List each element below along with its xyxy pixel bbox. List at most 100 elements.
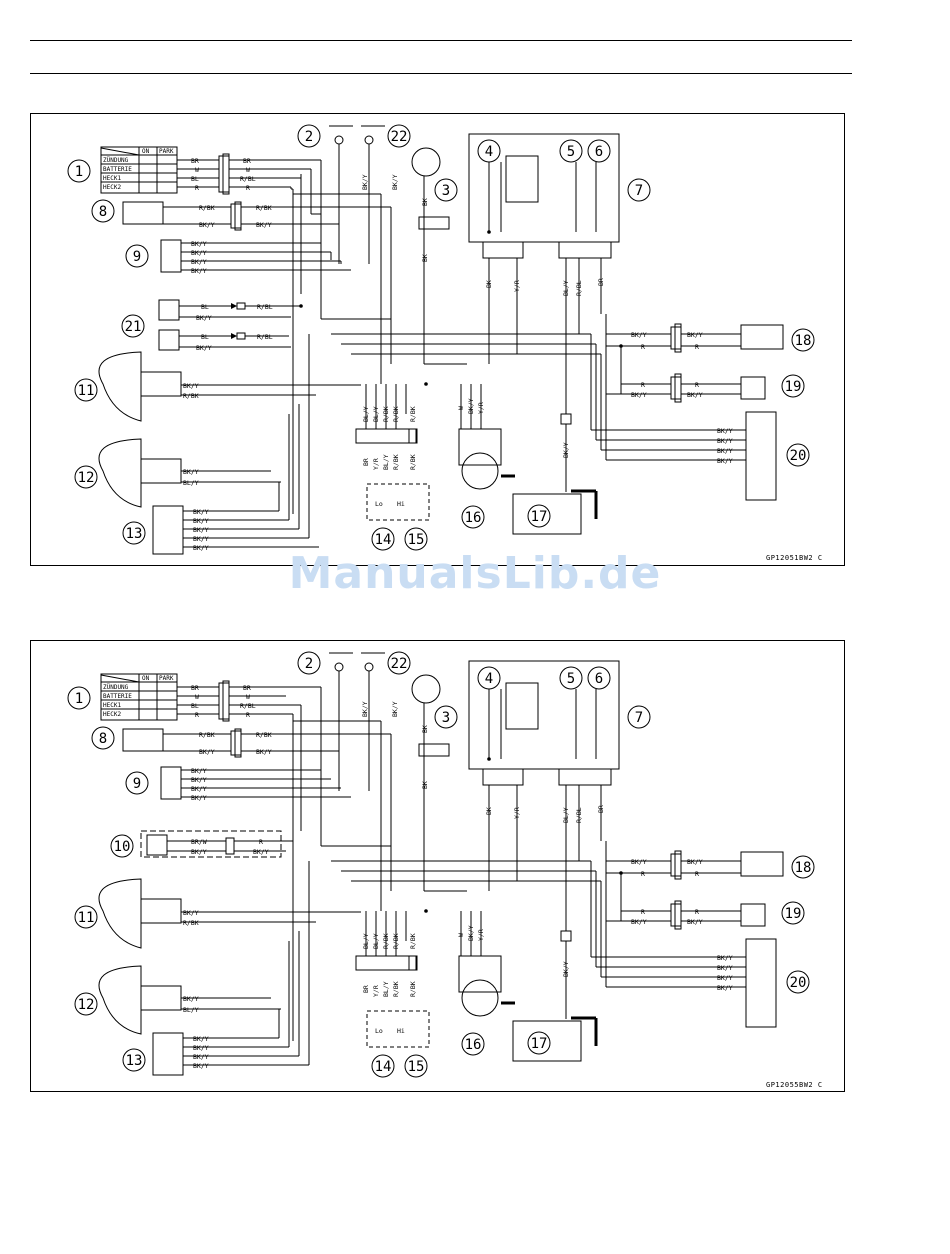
callout-10: 10 (114, 839, 131, 855)
wire-label: W (246, 693, 250, 701)
wire-label: BR (362, 985, 370, 993)
callout-20: 20 (790, 448, 807, 464)
wire-label: BK/Y (193, 535, 209, 543)
table-row-heck1: HECK1 (103, 175, 121, 182)
wire-label: BK/Y (631, 858, 647, 866)
wire-label: BK/Y (191, 848, 207, 856)
wire-label: BR/W (191, 838, 207, 846)
wire-label: BK/Y (193, 508, 209, 516)
callout-2: 2 (305, 656, 313, 672)
callout-13: 13 (126, 526, 143, 542)
wire-label: BL/Y (372, 406, 380, 422)
callout-21: 21 (125, 319, 142, 335)
table-header-park: PARK (159, 148, 174, 155)
wire-label: W (195, 693, 199, 701)
callout-3: 3 (442, 710, 450, 726)
wire-label: R/BK (382, 933, 390, 949)
wire-label: BK/Y (391, 701, 399, 717)
wire-label: BK/Y (631, 391, 647, 399)
callout-11: 11 (78, 910, 95, 926)
table-row-heck2: HECK2 (103, 184, 121, 191)
wire-label: BR (362, 458, 370, 466)
wire-label: BK/Y (191, 794, 207, 802)
wire-label: R (641, 908, 645, 916)
table-header-on: ON (142, 148, 150, 155)
wire-label: BL (201, 333, 209, 341)
wire-label: BK/Y (199, 221, 215, 229)
wire-label: BK/Y (191, 785, 207, 793)
wiring-diagram-2: 1 2 22 3 4 5 6 7 8 9 10 11 12 13 14 15 1… (30, 640, 845, 1092)
wire-label: BK (421, 198, 429, 206)
callout-9: 9 (133, 776, 141, 792)
callout-2: 2 (305, 129, 313, 145)
wiring-diagram-2-svg: 1 2 22 3 4 5 6 7 8 9 10 11 12 13 14 15 1… (67, 651, 822, 1089)
callout-18: 18 (795, 333, 812, 349)
wire-label: BK/Y (191, 267, 207, 275)
wire-label: BK/Y (193, 1062, 209, 1070)
wire-label: R (246, 711, 250, 719)
top-rule (30, 40, 852, 41)
table-row-batterie: BATTERIE (103, 166, 132, 173)
wire-label: Y/R (477, 929, 485, 941)
second-rule (30, 73, 852, 74)
wire-label: BK/Y (191, 258, 207, 266)
wire-label: BK (485, 807, 493, 815)
wire-label: BK (421, 781, 429, 789)
wire-label: BR (191, 684, 199, 692)
wire-label: R/BK (392, 406, 400, 422)
wire-label: R/BK (183, 392, 199, 400)
wire-label: R/BK (256, 731, 272, 739)
wire-label: BK/Y (717, 964, 733, 972)
wire-label: R (695, 381, 699, 389)
wire-label: BK/Y (193, 1044, 209, 1052)
wire-label: BK/Y (467, 398, 475, 414)
wire-label: BK/Y (196, 344, 212, 352)
wire-label: Y/R (513, 807, 521, 819)
wire-label: BK/Y (631, 918, 647, 926)
callout-1: 1 (75, 691, 83, 707)
callout-6: 6 (595, 144, 603, 160)
wire-label: BK/Y (193, 526, 209, 534)
wire-label: BL/Y (183, 479, 199, 487)
wire-label: BR (597, 278, 605, 286)
callout-14: 14 (375, 1059, 392, 1075)
wire-label: BK/Y (717, 954, 733, 962)
callout-17: 17 (531, 1036, 548, 1052)
callout-12: 12 (78, 997, 95, 1013)
wire-label: BK/Y (687, 918, 703, 926)
wire-label: R (259, 838, 263, 846)
wire-label: BR (191, 157, 199, 165)
wire-label: R (195, 711, 199, 719)
wire-label: R/BK (256, 204, 272, 212)
wire-label: BK/Y (717, 457, 733, 465)
callout-8: 8 (99, 731, 107, 747)
wire-label: BK/Y (256, 221, 272, 229)
wire-label: BK/Y (687, 858, 703, 866)
wire-label: BL/Y (372, 933, 380, 949)
wire-label: R/BL (240, 175, 256, 183)
wire-label: BK/Y (183, 909, 199, 917)
switch-lo-label: Lo (375, 1027, 383, 1035)
wire-label: W (457, 933, 465, 937)
wire-label: R (695, 908, 699, 916)
wire-label: BK/Y (562, 961, 570, 977)
wire-label: BK/Y (193, 1053, 209, 1061)
wire-label: BK/Y (717, 984, 733, 992)
watermark: ManualsLib.de (288, 548, 662, 599)
wire-label: W (195, 166, 199, 174)
wire-label: BL/Y (382, 454, 390, 470)
wire-label: Y/R (372, 985, 380, 997)
wire-label: R (641, 870, 645, 878)
wire-label: BK/Y (191, 240, 207, 248)
wire-label: BR (243, 684, 251, 692)
wire-label: R/BL (257, 333, 273, 341)
wire-label: BK (421, 254, 429, 262)
wire-label: R (195, 184, 199, 192)
table-row-heck1: HECK1 (103, 702, 121, 709)
wire-label: BR (597, 805, 605, 813)
wire-label: BL (191, 175, 199, 183)
switch-lo-label: Lo (375, 500, 383, 508)
wire-label: BK (485, 280, 493, 288)
wire-label: R (641, 343, 645, 351)
wire-label: BK/Y (562, 442, 570, 458)
